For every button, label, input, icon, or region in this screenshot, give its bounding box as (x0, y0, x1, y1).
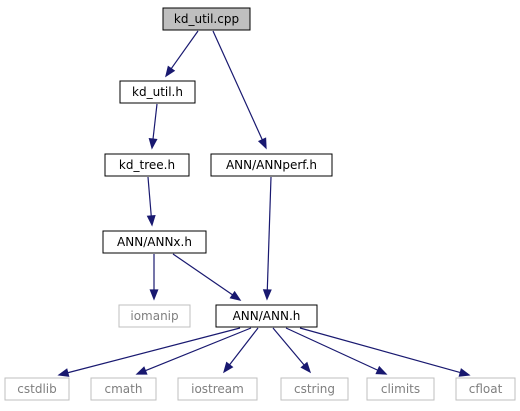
node-label: ANN/ANN.h (233, 309, 301, 323)
edge-line (147, 176, 152, 217)
arrowhead-icon (135, 366, 148, 375)
node-label: iostream (191, 382, 244, 396)
edge-line (299, 327, 461, 374)
edge-kd-util-cpp-to-annperf-h (212, 30, 267, 150)
node-label: cfloat (469, 382, 503, 396)
node-annperf-h[interactable]: ANN/ANNperf.h (210, 153, 333, 177)
arrowhead-icon (148, 137, 158, 150)
edge-line (212, 30, 263, 141)
arrowhead-icon (57, 368, 70, 377)
edge-kd-tree-h-to-annx-h (146, 176, 156, 227)
arrowhead-icon (149, 289, 159, 301)
node-iomanip[interactable]: iomanip (118, 304, 191, 328)
edge-line (172, 253, 233, 296)
edge-ann-h-to-iostream (223, 327, 259, 374)
arrowhead-icon (300, 361, 312, 374)
edge-line (272, 327, 305, 366)
node-label: kd_tree.h (119, 158, 175, 172)
edge-annperf-h-to-ann-h (262, 176, 272, 301)
node-kd-util-h[interactable]: kd_util.h (119, 80, 196, 104)
edge-line (67, 327, 241, 374)
edge-kd-util-h-to-kd-tree-h (148, 103, 158, 150)
edge-ann-h-to-cmath (135, 327, 252, 375)
arrowhead-icon (229, 290, 242, 301)
node-iostream[interactable]: iostream (177, 377, 258, 401)
edge-line (266, 176, 272, 291)
node-label: cstdlib (17, 382, 56, 396)
arrowhead-icon (165, 65, 176, 78)
node-label: ANN/ANNperf.h (226, 158, 317, 172)
node-cstring[interactable]: cstring (280, 377, 349, 401)
node-label: cstring (294, 382, 335, 396)
arrowhead-icon (257, 137, 267, 150)
edge-ann-h-to-cstring (272, 327, 312, 374)
node-ann-h[interactable]: ANN/ANN.h (215, 304, 318, 328)
arrowhead-icon (262, 289, 272, 301)
edge-line (152, 103, 158, 140)
edge-line (170, 30, 199, 70)
arrowhead-icon (458, 368, 471, 377)
edge-line (229, 327, 259, 366)
edge-line (285, 327, 379, 371)
node-cfloat[interactable]: cfloat (455, 377, 516, 401)
node-label: kd_util.h (132, 85, 183, 99)
arrowhead-icon (223, 361, 234, 374)
node-label: ANN/ANNx.h (117, 235, 192, 249)
edge-line (145, 327, 252, 372)
node-cmath[interactable]: cmath (90, 377, 157, 401)
edge-kd-util-cpp-to-kd-util-h (165, 30, 199, 78)
edge-ann-h-to-cfloat (299, 327, 471, 377)
node-label: climits (381, 382, 420, 396)
node-cstdlib[interactable]: cstdlib (4, 377, 70, 401)
edge-annx-h-to-iomanip (149, 254, 159, 301)
node-kd-util-cpp[interactable]: kd_util.cpp (162, 7, 251, 31)
edges-layer (57, 30, 471, 377)
arrowhead-icon (146, 215, 156, 227)
edge-ann-h-to-cstdlib (57, 327, 241, 377)
node-annx-h[interactable]: ANN/ANNx.h (102, 230, 207, 254)
node-climits[interactable]: climits (366, 377, 435, 401)
node-label: kd_util.cpp (174, 12, 239, 26)
node-label: iomanip (130, 309, 178, 323)
node-label: cmath (105, 382, 143, 396)
node-kd-tree-h[interactable]: kd_tree.h (104, 153, 190, 177)
arrowhead-icon (375, 365, 388, 375)
edge-ann-h-to-climits (285, 327, 388, 375)
edge-annx-h-to-ann-h (172, 253, 242, 301)
